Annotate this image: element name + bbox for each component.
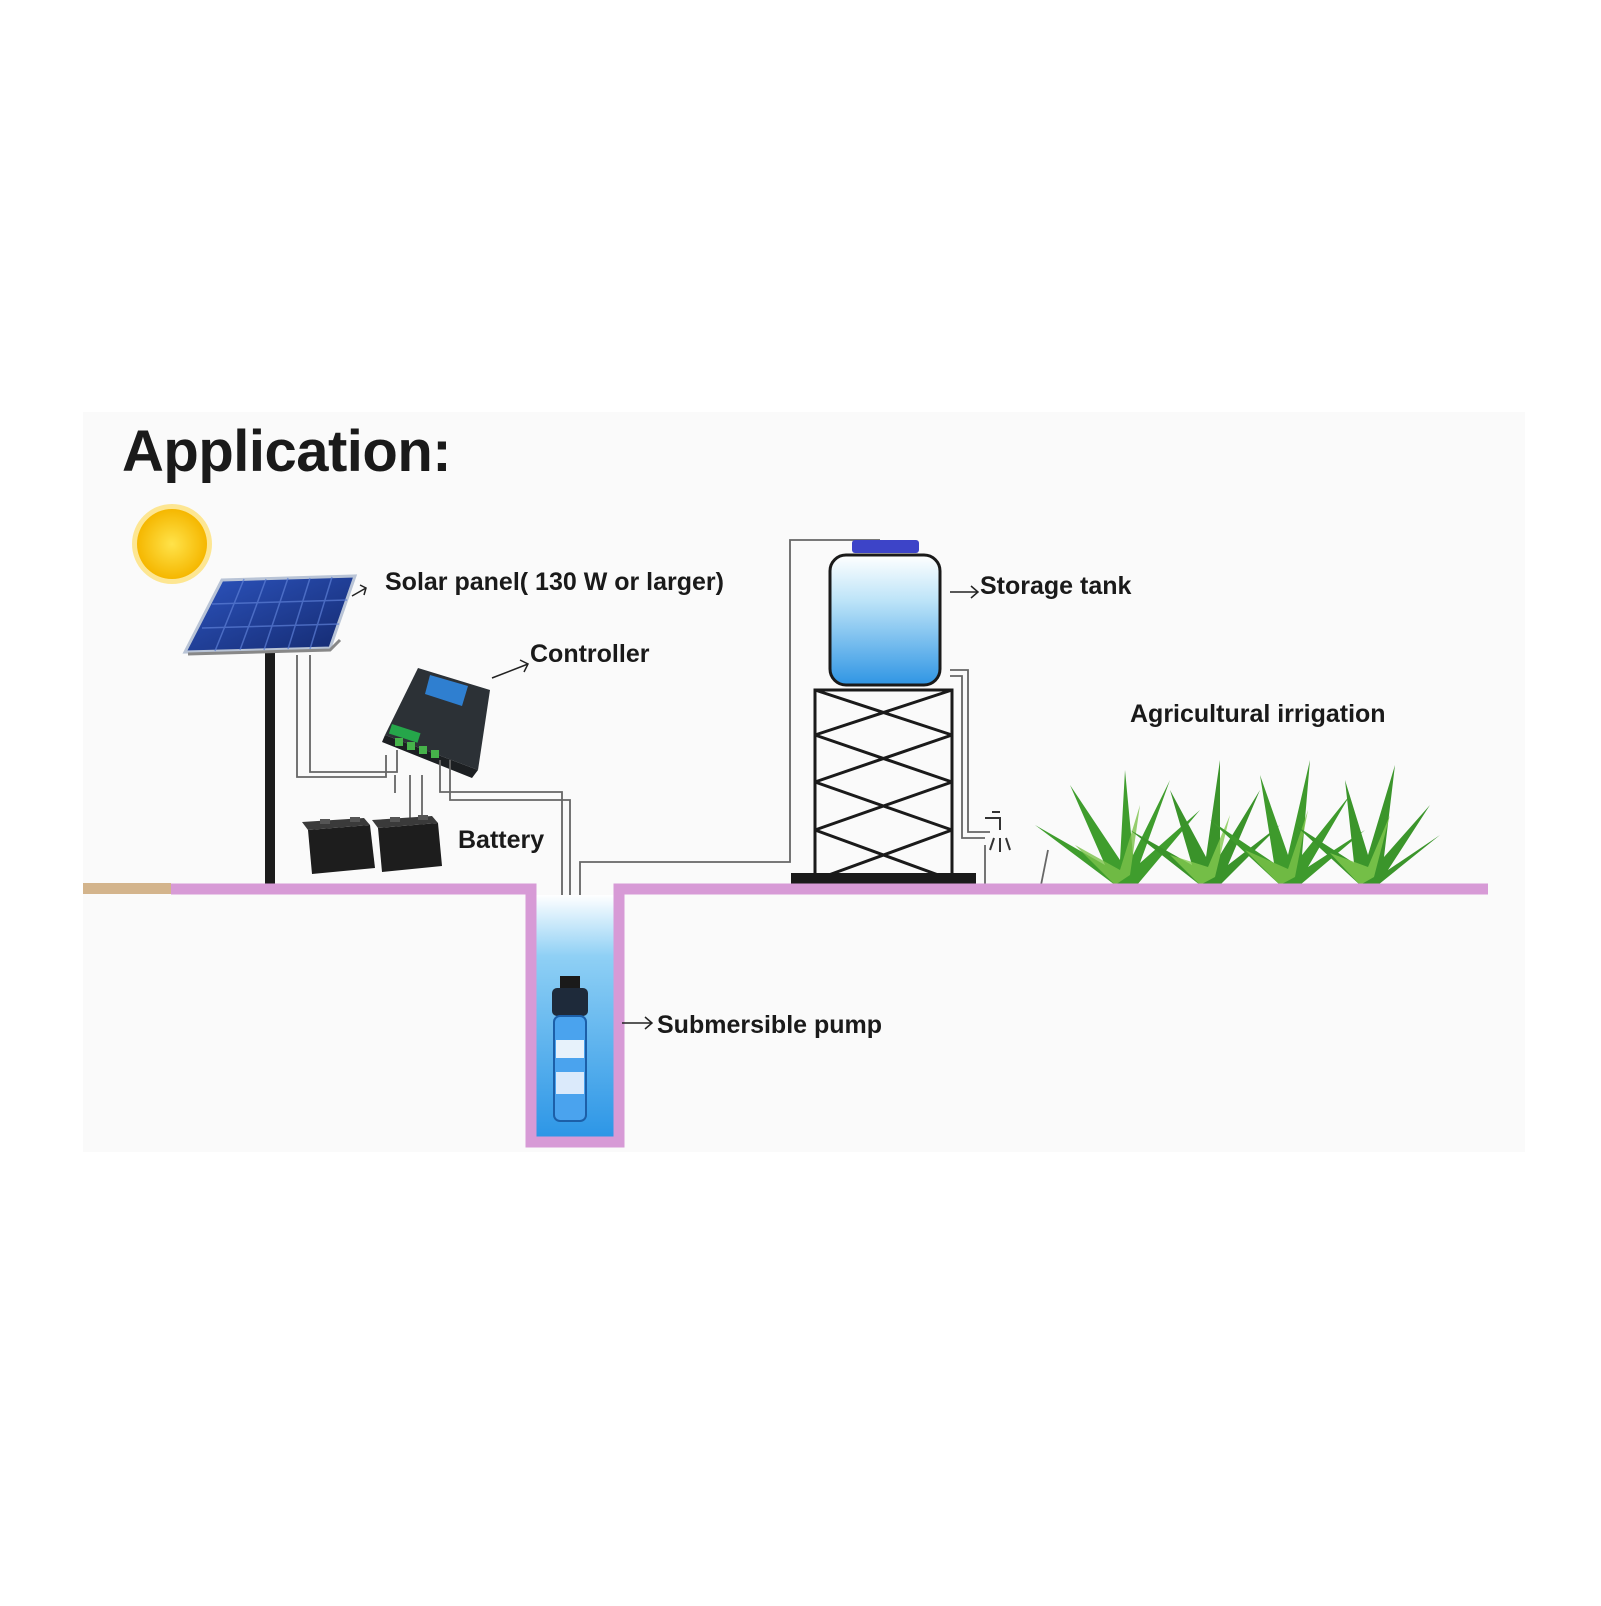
page-title: Application: (122, 419, 452, 484)
label-battery: Battery (458, 826, 545, 854)
solar-panel (182, 574, 358, 888)
storage-tank (791, 540, 976, 885)
label-solar-panel: Solar panel( 130 W or larger) (385, 568, 724, 596)
arrow-icon (491, 659, 530, 679)
sun-icon (132, 504, 212, 584)
battery-icon (302, 815, 442, 874)
plants-icon (1035, 760, 1440, 885)
label-storage-tank: Storage tank (980, 572, 1132, 600)
tap-icon (985, 811, 1011, 852)
arrow-icon (622, 1016, 654, 1030)
arrow-icon (950, 585, 980, 599)
label-submersible-pump: Submersible pump (657, 1011, 883, 1039)
controller (382, 668, 490, 778)
background-panel (83, 412, 1525, 1152)
submersible-pump (552, 976, 588, 1122)
wiring (296, 539, 1049, 978)
label-agricultural-irrigation: Agricultural irrigation (1130, 700, 1386, 728)
arrow-icon (351, 584, 367, 597)
label-controller: Controller (530, 640, 650, 668)
